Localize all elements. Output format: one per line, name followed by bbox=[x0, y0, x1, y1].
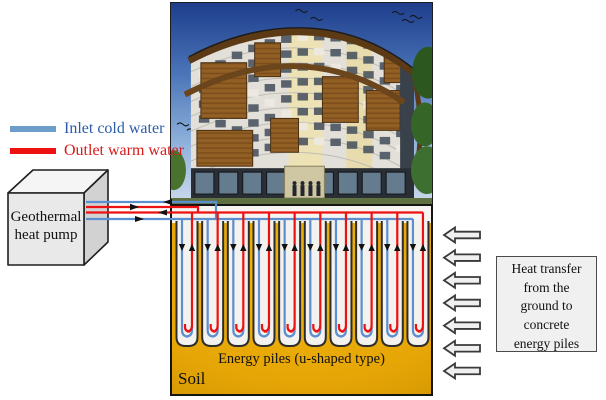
flow-arrow-left-icon bbox=[158, 210, 167, 216]
soil-label: Soil bbox=[178, 369, 205, 389]
legend-row-inlet: Inlet cold water bbox=[10, 118, 184, 140]
inlet-label: Inlet cold water bbox=[64, 120, 164, 138]
heat-transfer-arrows bbox=[444, 228, 480, 379]
building-illustration bbox=[171, 3, 432, 204]
outlet-color-bar bbox=[10, 148, 56, 154]
pipe-flow-arrows bbox=[130, 199, 172, 222]
heat-transfer-note: Heat transfer from the ground to concret… bbox=[496, 256, 597, 352]
heat-arrow-icon bbox=[444, 228, 480, 243]
soil-region: Energy piles (u-shaped type) Soil bbox=[170, 204, 433, 396]
pump-label: Geothermal heat pump bbox=[6, 209, 86, 244]
energy-piles-label: Energy piles (u-shaped type) bbox=[172, 351, 431, 368]
flow-arrow-right-icon bbox=[130, 204, 139, 210]
legend: Inlet cold water Outlet warm water bbox=[10, 118, 184, 162]
heat-arrow-icon bbox=[444, 318, 480, 333]
flow-arrow-right-icon bbox=[135, 216, 144, 222]
building-photo bbox=[170, 2, 433, 205]
foundation-slab bbox=[172, 206, 431, 223]
inlet-color-bar bbox=[10, 126, 56, 132]
outlet-label: Outlet warm water bbox=[64, 142, 184, 160]
heat-arrow-icon bbox=[444, 363, 480, 378]
heat-arrow-icon bbox=[444, 250, 480, 265]
heat-arrow-icon bbox=[444, 295, 480, 310]
heat-arrow-icon bbox=[444, 341, 480, 356]
heat-arrow-icon bbox=[444, 273, 480, 288]
legend-row-outlet: Outlet warm water bbox=[10, 140, 184, 162]
